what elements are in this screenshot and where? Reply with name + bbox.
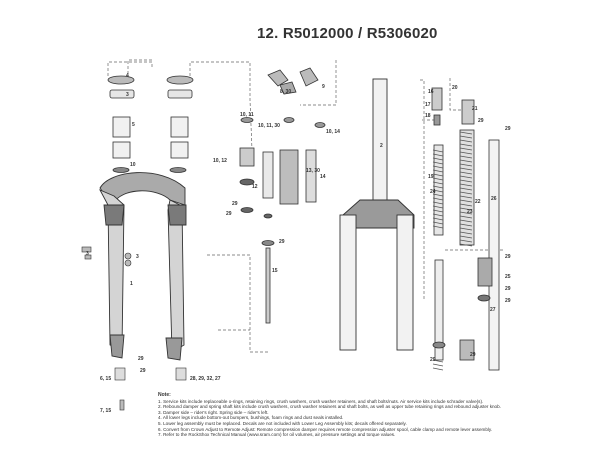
callout-label: 29 bbox=[140, 368, 146, 374]
coil-spring bbox=[432, 149, 444, 229]
callout-label: 3 bbox=[136, 254, 139, 260]
assembly-guide-lines bbox=[107, 59, 505, 353]
callout-label: 25 bbox=[505, 274, 511, 280]
callout-label: 29 bbox=[505, 254, 511, 260]
callout-label: 14 bbox=[320, 174, 326, 180]
callout-label: 29 bbox=[232, 201, 238, 207]
callout-label: 27 bbox=[490, 307, 496, 313]
callout-label: 8, 30 bbox=[280, 89, 291, 95]
coil-spring bbox=[432, 359, 444, 371]
note-line: 7. Refer to the RockShox Technical Manua… bbox=[158, 432, 396, 438]
callout-label: 5 bbox=[132, 122, 135, 128]
callout-label: 24 bbox=[430, 189, 436, 195]
crown-steerer-assembly bbox=[339, 78, 415, 351]
coil-springs bbox=[432, 131, 473, 371]
damper-parts bbox=[239, 67, 326, 324]
callout-label: 15 bbox=[272, 268, 278, 274]
callout-label: 1 bbox=[130, 281, 133, 287]
callout-label: 29 bbox=[430, 357, 436, 363]
callout-label: 20 bbox=[452, 85, 458, 91]
callout-label: 7, 15 bbox=[100, 408, 111, 414]
callout-label: 23 bbox=[467, 209, 473, 215]
callout-label: 3 bbox=[86, 251, 89, 257]
callout-label: 4 bbox=[126, 73, 129, 79]
callout-label: 29 bbox=[279, 239, 285, 245]
callout-label: 29 bbox=[478, 118, 484, 124]
note-line: 6. Convert from Crown Adjust to Remote A… bbox=[158, 426, 493, 432]
callout-label: 10, 11 bbox=[240, 112, 254, 118]
callout-label: 3 bbox=[126, 92, 129, 98]
notes-block: Note: 1. Service kits include replaceabl… bbox=[158, 392, 588, 438]
note-line: 4. All lower legs include bottom-out bum… bbox=[158, 415, 344, 421]
callout-label: 28, 29, 32, 27 bbox=[190, 376, 221, 382]
callout-label: 29 bbox=[505, 298, 511, 304]
callout-label: 16 bbox=[428, 89, 434, 95]
callout-label: 21 bbox=[472, 106, 478, 112]
callout-label: 12 bbox=[252, 184, 258, 190]
callout-label: 18 bbox=[425, 113, 431, 119]
note-line: 2. Rebound damper and spring shaft kits … bbox=[158, 404, 501, 410]
callout-label: 22 bbox=[475, 199, 481, 205]
notes-heading: Note: bbox=[158, 392, 171, 398]
callout-label: 6, 15 bbox=[100, 376, 111, 382]
callout-label: 29 bbox=[470, 352, 476, 358]
spring-damper-internals bbox=[431, 87, 500, 371]
callout-label: 29 bbox=[226, 211, 232, 217]
lower-leg-assembly bbox=[99, 172, 187, 361]
callout-label: 19 bbox=[428, 174, 434, 180]
callout-label: 26 bbox=[491, 196, 497, 202]
callout-label: 10, 11, 30 bbox=[258, 123, 280, 129]
headset-parts bbox=[107, 75, 194, 173]
callout-label: 2 bbox=[380, 143, 383, 149]
small-fasteners-left bbox=[81, 246, 187, 411]
diagram-title: 12. R5012000 / R5306020 bbox=[257, 25, 438, 42]
coil-spring bbox=[459, 131, 473, 247]
callout-label: 10, 14 bbox=[326, 129, 340, 135]
callout-label: 29 bbox=[505, 126, 511, 132]
note-line: 1. Service kits include replaceable o-ri… bbox=[158, 398, 484, 404]
note-line: 3. Damper side – rider's right. Spring s… bbox=[158, 409, 269, 415]
note-line: 5. Lower leg assembly must be replaced. … bbox=[158, 420, 407, 426]
callout-label: 29 bbox=[138, 356, 144, 362]
callout-label: 13, 30 bbox=[306, 168, 320, 174]
callout-label: 10 bbox=[130, 162, 136, 168]
callout-label: 29 bbox=[505, 286, 511, 292]
callout-label: 17 bbox=[425, 102, 431, 108]
callout-label: 9 bbox=[322, 84, 325, 90]
callout-label: 10, 12 bbox=[213, 158, 227, 164]
